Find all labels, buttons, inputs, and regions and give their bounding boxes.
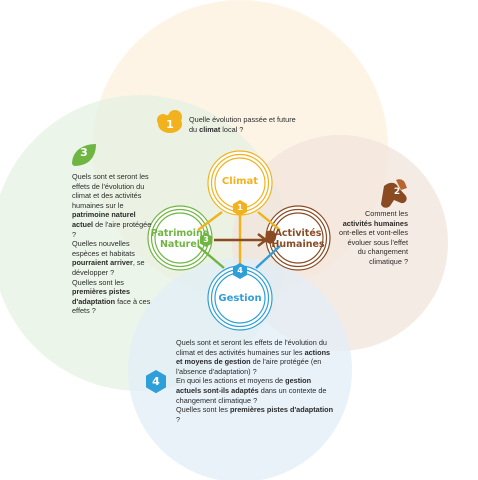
gestion-questions: Quels sont et seront les effets de l'évo… (176, 338, 334, 424)
climat-question-pre: du (189, 124, 200, 134)
gestion-q2-text: En quoi les actions et moyens de (176, 376, 286, 386)
patrimoine-q3-text: Quelles sont les (72, 277, 124, 287)
climat-rings (207, 150, 273, 216)
gestion-q3-bold: premières pistes d'adaptation (229, 405, 334, 415)
connector-activites-gestion (255, 245, 281, 269)
patrimoine-question-2: Quelles nouvelles espèces et habitats po… (72, 239, 156, 277)
gestion-q1-bold: actions et moyens de gestion (176, 347, 331, 367)
patrimoine-q1-text: Quels sont et seront les effets de l'évo… (72, 172, 149, 210)
activites-label-line1: Activités (274, 228, 322, 239)
gestion-small-number: 4 (237, 266, 243, 275)
activites-question: Comment les activités humaines ont-elles… (338, 209, 408, 267)
climat-question-bold: climat (199, 124, 221, 134)
patrimoine-small-number: 3 (203, 235, 209, 244)
activites-q1-text: Comment les (365, 209, 408, 218)
climat-small-number: 1 (237, 203, 243, 212)
gestion-q2-bold: gestion actuels sont-ils adaptés (176, 376, 312, 395)
connector-patrimoine-gestion (197, 245, 225, 269)
climat-question-line1: Quelle évolution passée et future (189, 115, 296, 124)
patrimoine-questions: Quels sont et seront les effets de l'évo… (72, 172, 156, 316)
patrimoine-rings (147, 205, 213, 271)
gestion-q3-end: ? (176, 414, 181, 424)
patrimoine-label-line1: Patrimoine (150, 228, 210, 239)
gestion-q1-end: de l'aire protégée (en l'absence d'adapt… (176, 357, 322, 376)
patrimoine-q2-bold: pourraient arriver (72, 258, 133, 268)
gestion-badge-number: 4 (152, 375, 160, 388)
patrimoine-q1-bold: patrimoine naturel actuel (72, 210, 136, 229)
climat-small-badge (233, 200, 247, 216)
gestion-big-circle (128, 258, 352, 480)
patrimoine-q3-bold: premières pistes d'adaptation (72, 287, 131, 306)
patrimoine-small-badge (200, 233, 212, 247)
gestion-question-1: Quels sont et seront les effets de l'évo… (176, 338, 334, 376)
gestion-question-3: Quelles sont les premières pistes d'adap… (176, 405, 334, 424)
patrimoine-leaf-icon (72, 144, 96, 166)
connector-climat-activites (257, 211, 281, 231)
gestion-badge-icon (146, 370, 166, 394)
climat-badge-number: 1 (166, 118, 174, 131)
activites-q1-bold: activités humaines (342, 218, 408, 228)
climat-question-post: local ? (220, 124, 244, 134)
patrimoine-badge-number: 3 (80, 146, 88, 159)
activites-label-line2: Humaines (271, 239, 325, 250)
climat-label: Climat (221, 176, 259, 187)
gestion-q1-text: Quels sont et seront les effets de l'évo… (176, 338, 327, 357)
activites-label: Activités Humaines (262, 228, 334, 250)
gestion-label: Gestion (218, 293, 262, 304)
diamond-connectors (197, 211, 281, 269)
patrimoine-label-line2: Naturel (159, 239, 201, 250)
activites-hands-icon (381, 179, 407, 208)
patrimoine-q2-text: Quelles nouvelles espèces et habitats (72, 239, 135, 258)
patrimoine-question-1: Quels sont et seront les effets de l'évo… (72, 172, 156, 239)
gestion-question-2: En quoi les actions et moyens de gestion… (176, 376, 334, 405)
patrimoine-q3-end: face à ces effets ? (72, 296, 151, 316)
patrimoine-q1-end: de l'aire protégée ? (72, 219, 152, 239)
climat-question: Quelle évolution passée et future du cli… (189, 115, 309, 134)
activites-small-hand (266, 230, 277, 244)
activites-rings (265, 205, 331, 271)
connector-climat-patrimoine (197, 211, 223, 231)
patrimoine-question-3: Quelles sont les premières pistes d'adap… (72, 278, 156, 316)
climat-badge-icon (157, 110, 182, 133)
gestion-q2-end: dans un contexte de changement climatiqu… (176, 385, 327, 405)
activites-badge-number: 2 (393, 187, 401, 197)
gestion-small-badge (233, 263, 247, 279)
gestion-q3-text: Quelles sont les (176, 405, 230, 415)
patrimoine-q2-end: , se développer ? (72, 258, 145, 277)
activites-q1-end: ont-elles et vont-elles évoluer sous l'e… (339, 228, 408, 266)
patrimoine-label: Patrimoine Naturel (145, 228, 215, 250)
